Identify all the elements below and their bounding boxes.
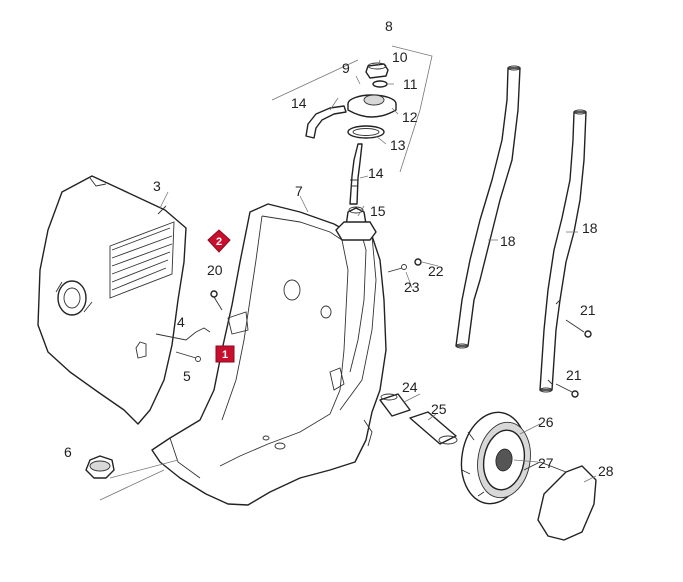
label-13: 13 (390, 137, 406, 153)
axle-pin (409, 411, 458, 445)
label-6: 6 (64, 444, 72, 460)
tank-cap (347, 94, 397, 118)
filler-neck (335, 206, 377, 241)
svg-text:2: 2 (216, 236, 222, 248)
screw-20 (210, 290, 223, 311)
screw-upper (565, 319, 592, 338)
label-15: 15 (370, 203, 386, 219)
label-11: 11 (403, 76, 418, 92)
bolt-4 (155, 327, 211, 341)
label-22: 22 (428, 263, 444, 279)
assembly-bracket-lines (271, 45, 433, 173)
label-20: 20 (207, 262, 223, 278)
wheel (460, 411, 531, 505)
label-18-right: 18 (582, 220, 598, 236)
vertical-tube (349, 143, 363, 205)
part-number-labels: 3 4 5 6 7 8 9 10 11 12 13 14 14 15 18 18… (64, 18, 614, 479)
label-3: 3 (153, 178, 161, 194)
label-4: 4 (177, 314, 185, 330)
handle-tube-right (539, 109, 587, 393)
label-9: 9 (342, 60, 350, 76)
foot-leader-lines (99, 459, 179, 501)
label-7: 7 (295, 183, 303, 199)
axle-bushing (379, 393, 411, 417)
label-12: 12 (402, 109, 418, 125)
svg-text:1: 1 (222, 349, 228, 361)
screw-lower (555, 383, 579, 398)
label-14-upper: 14 (291, 95, 307, 111)
pin-5 (175, 351, 201, 362)
label-10: 10 (392, 49, 408, 65)
label-26: 26 (538, 414, 554, 430)
label-14-lower: 14 (368, 165, 384, 181)
cap-washer (372, 80, 388, 88)
rubber-foot (85, 455, 115, 479)
side-cover-panel (37, 175, 187, 425)
label-28: 28 (598, 463, 614, 479)
label-23: 23 (404, 279, 420, 295)
washer-screw (387, 258, 422, 273)
main-chassis-body (151, 203, 387, 506)
label-24: 24 (402, 379, 418, 395)
label-21-lower: 21 (566, 367, 582, 383)
label-18-left: 18 (500, 233, 516, 249)
label-25: 25 (431, 401, 447, 417)
curved-hose (305, 105, 347, 139)
hub-cap (523, 461, 597, 541)
handle-tube-left (455, 65, 521, 349)
callout-marker-1: 1 (215, 345, 235, 363)
callout-marker-2: 2 (207, 229, 231, 253)
cap-knob (365, 62, 389, 79)
label-27: 27 (538, 455, 554, 471)
label-21-upper: 21 (580, 302, 596, 318)
label-8: 8 (385, 18, 393, 34)
o-ring-seal (347, 125, 385, 139)
leader-lines (159, 59, 597, 483)
label-5: 5 (183, 368, 191, 384)
